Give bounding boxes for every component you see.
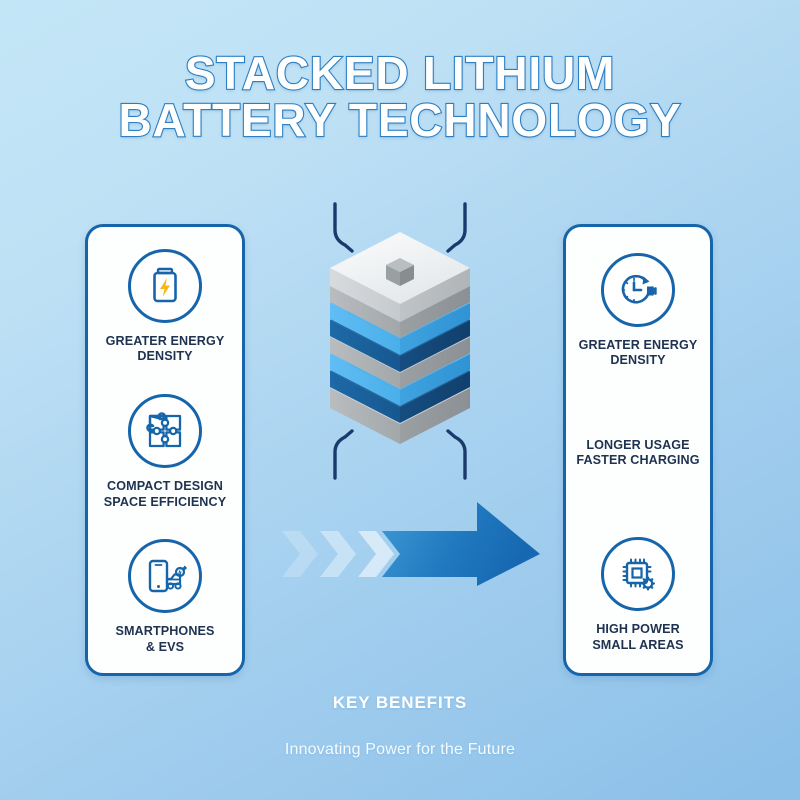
- chip-gear-icon: [601, 537, 675, 612]
- benefit-label: HIGH POWER SMALL AREAS: [592, 622, 684, 652]
- left-benefits-panel: GREATER ENERGY DENSITY: [85, 224, 245, 676]
- footer-tagline: Innovating Power for the Future: [284, 741, 516, 758]
- benefit-label: GREATER ENERGY DENSITY: [105, 334, 225, 364]
- page-title: STACKED LITHIUM BATTERY TECHNOLOGY: [0, 47, 800, 146]
- terminal-wires: [333, 202, 467, 480]
- benefit-longer-usage-faster-charging: LONGER USAGE FASTER CHARGING: [572, 438, 704, 469]
- puzzle-icon: [128, 394, 202, 469]
- benefit-greater-energy-density-right: GREATER ENERGY DENSITY: [572, 253, 704, 369]
- battery-bolt-icon: [128, 249, 202, 323]
- title-line-2: BATTERY TECHNOLOGY: [117, 93, 682, 146]
- benefit-label: COMPACT DESIGN SPACE EFFICIENCY: [103, 479, 227, 509]
- arrow-head: [382, 502, 540, 586]
- footer-block: KEY BENEFITS Innovating Power for the Fu…: [0, 693, 800, 759]
- terminal-cube: [386, 258, 414, 286]
- benefit-greater-energy-density-left: GREATER ENERGY DENSITY: [96, 249, 234, 365]
- benefit-label: LONGER USAGE FASTER CHARGING: [576, 437, 700, 467]
- progress-arrow: [282, 496, 544, 588]
- arrow-chevrons: [282, 531, 394, 577]
- footer-heading: KEY BENEFITS: [332, 693, 468, 712]
- smartphone-ev-charging-icon: [128, 539, 202, 614]
- clock-plug-icon: [601, 253, 675, 327]
- benefit-smartphones-and-evs: SMARTPHONES & EVS: [96, 539, 234, 655]
- benefit-high-power-small-areas: HIGH POWER SMALL AREAS: [572, 537, 704, 653]
- title-line-1: STACKED LITHIUM: [184, 47, 616, 99]
- benefit-compact-design-space-efficiency: COMPACT DESIGN SPACE EFFICIENCY: [96, 394, 234, 510]
- benefit-label: GREATER ENERGY DENSITY: [578, 338, 698, 368]
- benefit-label: SMARTPHONES & EVS: [115, 624, 215, 654]
- right-benefits-panel: GREATER ENERGY DENSITY LONGER USAGE FAST…: [563, 224, 713, 676]
- stacked-battery-cell-illustration: [300, 196, 500, 486]
